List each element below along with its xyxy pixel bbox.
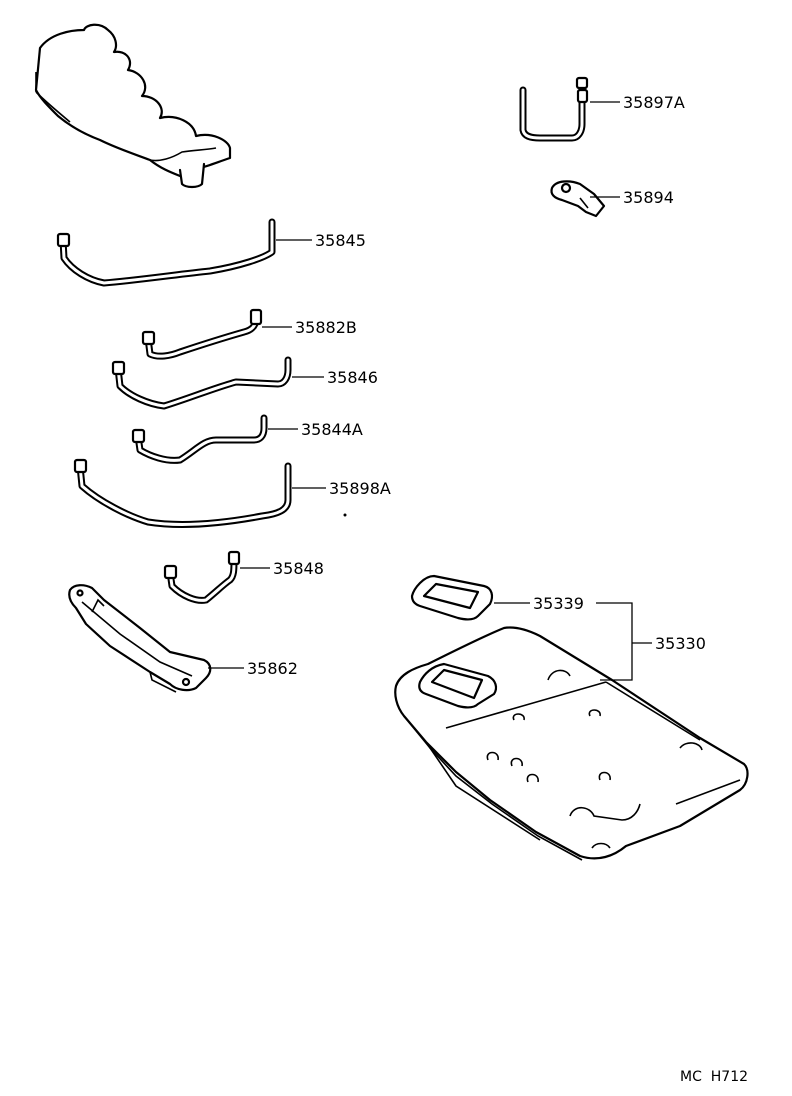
valve-body-illustration xyxy=(34,23,232,189)
tube-35848 xyxy=(163,550,241,604)
tube-35845 xyxy=(56,218,276,287)
tube-35897A xyxy=(519,76,589,142)
label-35882B: 35882B xyxy=(295,318,357,337)
tube-35898A xyxy=(73,458,292,528)
label-35848: 35848 xyxy=(273,559,324,578)
tube-35844A xyxy=(131,414,268,464)
bracket-35862 xyxy=(68,584,212,693)
strainer-35330 xyxy=(394,626,749,861)
speck-dot xyxy=(343,513,347,517)
label-35330: 35330 xyxy=(655,634,706,653)
label-35845: 35845 xyxy=(315,231,366,250)
label-35862: 35862 xyxy=(247,659,298,678)
label-35339: 35339 xyxy=(533,594,584,613)
clip-35894 xyxy=(550,180,606,218)
gasket-35339 xyxy=(410,574,494,621)
tube-35882B xyxy=(141,308,263,360)
label-35897A: 35897A xyxy=(623,93,685,112)
label-35846: 35846 xyxy=(327,368,378,387)
label-35844A: 35844A xyxy=(301,420,363,439)
leader-bracket-35330 xyxy=(596,602,633,681)
diagram-code: MC H712 xyxy=(680,1069,748,1085)
label-35898A: 35898A xyxy=(329,479,391,498)
tube-35846 xyxy=(111,356,292,410)
label-35894: 35894 xyxy=(623,188,674,207)
